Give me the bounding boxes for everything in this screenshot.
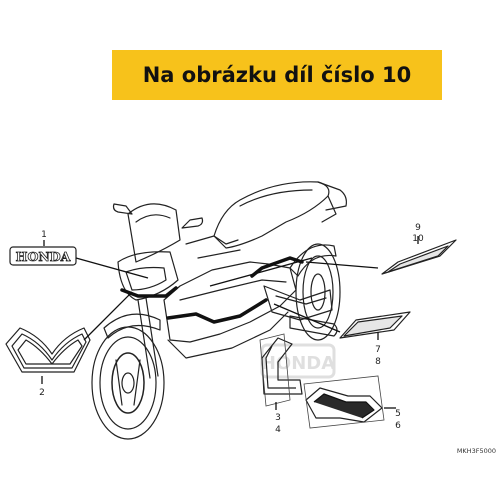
part-boxes [259,333,385,429]
callout-8: 8 [375,357,381,367]
part-number-banner: Na obrázku díl číslo 10 [112,50,442,100]
callout-2: 2 [39,388,45,398]
diagram-code: MKH3F5000 [457,447,496,455]
callout-6: 6 [395,421,401,431]
part-9-10-stripe-decal [381,239,457,275]
banner-text: Na obrázku díl číslo 10 [142,63,412,87]
part-5-6-side-decal [305,387,383,423]
svg-text:HONDA: HONDA [261,353,335,374]
callout-7: 7 [375,345,381,355]
part-7-8-stripe-decal [339,311,411,339]
honda-watermark: HONDA [260,343,336,379]
callout-4: 4 [275,425,281,435]
part-2-front-decal [5,327,91,373]
callout-5: 5 [395,409,401,419]
scooter-illustration [91,181,347,440]
decal-highlights [120,256,304,324]
leader-lines [41,236,419,410]
svg-text:HONDA: HONDA [16,249,71,264]
callout-10: 10 [412,234,424,244]
part-1-honda-emblem: HONDA [9,246,77,266]
callout-9: 9 [415,223,421,233]
callout-1: 1 [41,230,47,240]
callout-3: 3 [275,413,281,423]
